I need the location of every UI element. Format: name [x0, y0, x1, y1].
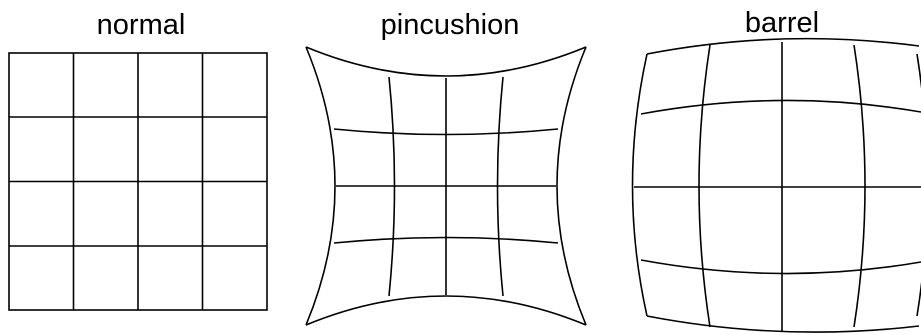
pincushion-grid-top-edge [305, 46, 587, 77]
barrel-grid-vline [853, 44, 866, 328]
barrel-grid-vline [698, 44, 711, 328]
barrel-grid-hline [640, 259, 921, 275]
pincushion-grid-hline [333, 128, 559, 136]
barrel-grid-bottom-edge [646, 315, 920, 333]
pincushion-grid-right-edge [556, 46, 587, 326]
barrel-grid-top-edge [646, 37, 920, 55]
barrel-grid-hline [640, 99, 921, 115]
barrel-grid-left-edge [631, 53, 648, 317]
pincushion-grid-left-edge [305, 46, 336, 326]
barrel-grid [631, 37, 921, 333]
normal-panel-title: normal [96, 9, 186, 41]
barrel-grid-vline [916, 53, 921, 317]
pincushion-panel-title: pincushion [380, 9, 520, 41]
pincushion-grid-bottom-edge [305, 295, 587, 326]
pincushion-grid-hline [333, 236, 559, 244]
normal-grid [8, 52, 268, 311]
barrel-panel-title: barrel [744, 7, 820, 39]
pincushion-grid [305, 46, 587, 326]
